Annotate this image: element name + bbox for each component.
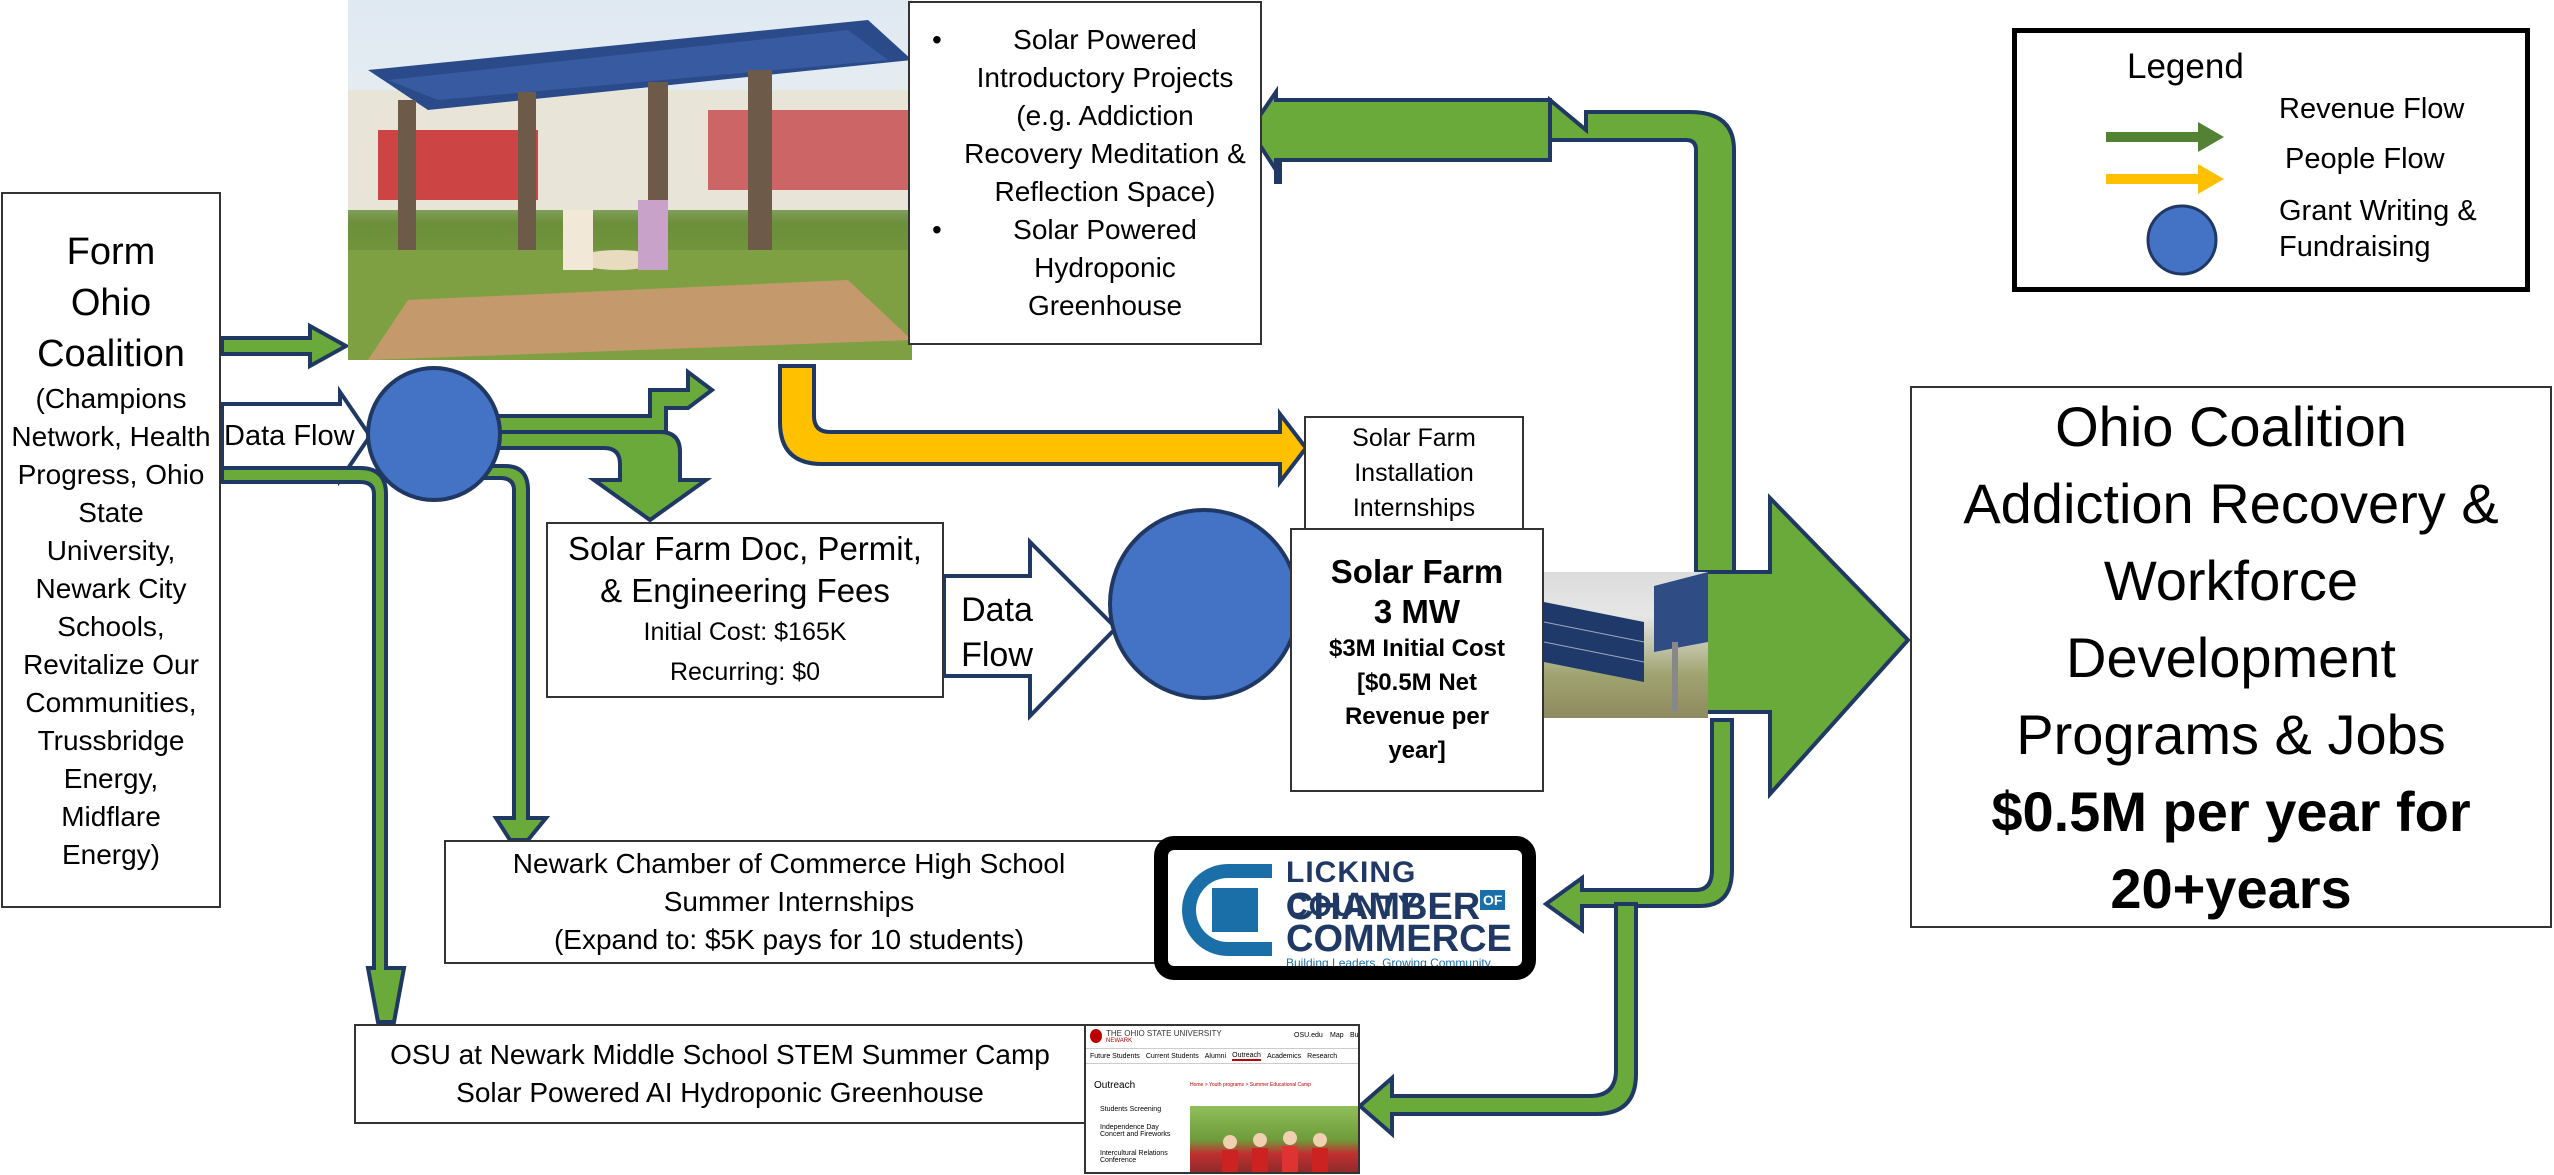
revenue-arrow-to-chamber [1542, 718, 1734, 934]
chamber-line-1: Newark Chamber of Commerce High School [512, 848, 1066, 879]
data-flow-label-large-text: Data Flow [961, 591, 1033, 674]
revenue-arrow-circle-to-pergola [496, 368, 716, 434]
grant-circle-small [366, 366, 502, 502]
legend-title: Legend [2127, 47, 2244, 86]
outcome-line-6: $0.5M per year for [1991, 779, 2471, 843]
pergola-illustration [348, 20, 912, 360]
osu-top-link[interactable]: Bu [1350, 1032, 1359, 1039]
chamber-logo-mark-inner [1212, 888, 1258, 932]
solar-farm-title: Solar Farm [1330, 553, 1504, 590]
osu-site-title: THE OHIO STATE UNIVERSITY [1106, 1029, 1222, 1038]
legend-people-label: People Flow [2285, 143, 2445, 175]
chamber-logo-line-1: LICKING COUNTY [1286, 856, 1419, 923]
data-flow-label-large: Data Flow [952, 588, 1042, 678]
chamber-logo-line-3: COMMERCE [1286, 918, 1512, 960]
fees-recurring: Recurring: $0 [669, 658, 821, 686]
revenue-arrowhead-intro [1247, 85, 1552, 177]
data-flow-label-small: Data Flow [224, 420, 355, 452]
intro-project-item: Solar Powered Hydroponic Greenhouse [918, 211, 1252, 325]
osu-nav-item[interactable]: Future Students [1090, 1052, 1140, 1060]
fees-box: Solar Farm Doc, Permit, & Engineering Fe… [546, 522, 944, 698]
intro-projects-box: Solar Powered Introductory Projects (e.g… [908, 1, 1262, 345]
osu-line-1: OSU at Newark Middle School STEM Summer … [390, 1039, 1050, 1070]
osu-top-link[interactable]: OSU.edu [1294, 1032, 1323, 1039]
legend-grant-label: Grant Writing & Fundraising [2279, 195, 2477, 263]
osu-logo-icon [1090, 1029, 1102, 1043]
legend-grant-circle [2146, 204, 2218, 276]
osu-photo [1190, 1106, 1358, 1172]
revenue-arrow-to-osu [1356, 902, 1638, 1139]
legend-revenue-label: Revenue Flow [2279, 93, 2465, 125]
chamber-logo: LICKING COUNTY CHAMBER OF COMMERCE Build… [1154, 836, 1536, 980]
outcome-line-7: 20+years [2110, 856, 2352, 920]
intro-project-item: Solar Powered Introductory Projects (e.g… [918, 21, 1252, 211]
outcome-line-4: Development [2066, 625, 2396, 689]
solar-farm-cost: $3M Initial Cost [1328, 635, 1506, 662]
coalition-title: Form Ohio Coalition [37, 230, 185, 375]
osu-site-nav: Future Students Current Students Alumni … [1086, 1049, 1358, 1064]
osu-photo-illustration [1222, 1131, 1328, 1172]
data-flow-arrow-large [942, 537, 1119, 721]
chamber-logo-line-2: CHAMBER [1286, 886, 1481, 928]
osu-nav-item[interactable]: Current Students [1145, 1052, 1199, 1060]
legend-box: Legend Revenue Flow People Flow Grant Wr… [2012, 28, 2530, 292]
revenue-arrow-coalition-to-osu [220, 466, 407, 1024]
osu-nav-item[interactable]: Outreach [1232, 1051, 1261, 1061]
people-flow-arrow [778, 364, 1309, 488]
coalition-members: (Champions Network, Health Progress, Ohi… [11, 382, 211, 870]
revenue-arrow-to-outcome [1704, 493, 1911, 800]
solar-farm-box: Solar Farm 3 MW $3M Initial Cost [$0.5M … [1290, 528, 1544, 792]
solar-panels-photo [1544, 572, 1708, 718]
outcome-line-5: Programs & Jobs [2016, 702, 2446, 766]
chamber-box: Newark Chamber of Commerce High School S… [444, 840, 1214, 964]
osu-top-link[interactable]: Map [1330, 1032, 1344, 1039]
chamber-logo-of: OF [1480, 890, 1506, 910]
osu-website-screenshot: THE OHIO STATE UNIVERSITY NEWARK OSU.edu… [1084, 1024, 1360, 1174]
outcome-line-3: Workforce [2103, 548, 2359, 612]
fees-title: Solar Farm Doc, Permit, & Engineering Fe… [568, 530, 922, 609]
outcome-line-2: Addiction Recovery & [1963, 471, 2499, 535]
chamber-logo-tagline: Building Leaders. Growing Community. [1286, 956, 1494, 970]
osu-nav-item[interactable]: Academics [1266, 1052, 1302, 1060]
solar-farm-revenue: [$0.5M Net Revenue per year] [1344, 669, 1490, 764]
solar-panels-illustration [1544, 572, 1708, 712]
osu-nav-item[interactable]: Alumni [1204, 1052, 1227, 1060]
osu-section-title: Outreach [1094, 1080, 1136, 1091]
outcome-box: Ohio Coalition Addiction Recovery & Work… [1910, 386, 2552, 928]
osu-sidebar-item[interactable]: Students Screening [1100, 1106, 1162, 1113]
intro-projects-list: Solar Powered Introductory Projects (e.g… [918, 21, 1252, 325]
internships-text: Solar Farm Installation Internships [1352, 423, 1476, 522]
osu-site-header: THE OHIO STATE UNIVERSITY NEWARK OSU.edu… [1086, 1026, 1358, 1049]
pergola-photo [348, 0, 912, 360]
osu-box: OSU at Newark Middle School STEM Summer … [354, 1024, 1086, 1124]
outcome-line-1: Ohio Coalition [2055, 394, 2407, 458]
osu-site-sub: NEWARK [1106, 1038, 1133, 1044]
solar-farm-size: 3 MW [1373, 593, 1461, 630]
internships-box: Solar Farm Installation Internships [1304, 416, 1524, 530]
osu-sidebar-item[interactable]: Independence Day Concert and Fireworks [1100, 1124, 1171, 1138]
grant-circle-large [1108, 508, 1300, 700]
revenue-arrow-circle-to-fees [496, 430, 713, 523]
fees-initial: Initial Cost: $165K [643, 618, 847, 646]
legend-people-arrow [2106, 164, 2224, 194]
revenue-arrow-coalition-to-pergola [220, 322, 351, 370]
osu-sidebar-item[interactable]: Intercultural Relations Conference [1100, 1150, 1168, 1164]
revenue-arrow-circle-to-chamber [470, 464, 551, 842]
chamber-line-2: Summer Internships [663, 886, 915, 917]
legend-swatches [2106, 122, 2224, 276]
legend-revenue-arrow [2106, 122, 2224, 152]
chamber-line-3: (Expand to: $5K pays for 10 students) [553, 924, 1025, 955]
osu-line-2: Solar Powered AI Hydroponic Greenhouse [456, 1077, 984, 1108]
coalition-box: Form Ohio Coalition (Champions Network, … [1, 192, 221, 908]
osu-breadcrumb: Home > Youth programs > Summer Education… [1190, 1082, 1311, 1088]
osu-nav-item[interactable]: Research [1307, 1052, 1338, 1060]
